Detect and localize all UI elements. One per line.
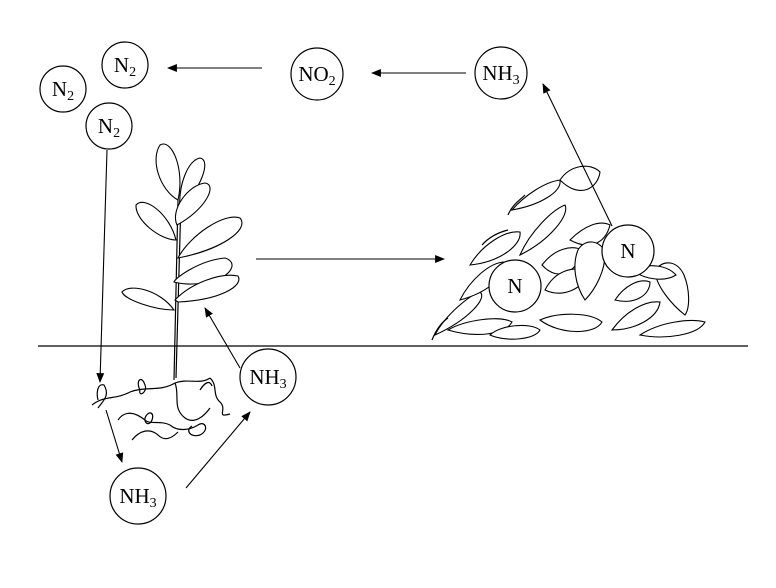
svg-text:NO2: NO2 [298, 62, 335, 89]
plant-leaf [174, 274, 240, 303]
molecule-n2: N2 [101, 41, 149, 89]
svg-text:N2: N2 [52, 77, 74, 104]
molecule-nh3: NH3 [239, 348, 297, 406]
plant-leaf [121, 287, 176, 311]
svg-text:N: N [620, 239, 635, 263]
plant-leaf [176, 216, 243, 259]
molecule-n2: N2 [85, 102, 133, 150]
plant [121, 143, 243, 381]
molecule-nh3: NH3 [474, 46, 528, 100]
plant-roots [91, 377, 231, 441]
arrow-nh3-to-plant [204, 307, 241, 369]
arrow-n2-fixation [96, 149, 108, 383]
svg-text:NH3: NH3 [119, 484, 156, 511]
plant-leaf [175, 182, 211, 226]
decomposing-leaf-pile [431, 165, 706, 341]
molecule-n2: N2 [39, 65, 87, 113]
plant-leaf [135, 201, 177, 241]
plant-leaf [155, 143, 181, 201]
molecule-nh3: NH3 [109, 467, 167, 525]
svg-text:NH3: NH3 [482, 61, 519, 88]
arrow-roots-to-nh3 [105, 409, 124, 463]
molecule-no2: NO2 [290, 47, 344, 101]
arrow-pile-to-nh3 [542, 83, 613, 227]
svg-text:N: N [507, 274, 522, 298]
svg-text:N2: N2 [114, 53, 136, 80]
svg-text:NH3: NH3 [249, 365, 286, 392]
arrow-nh3-to-nh3 [185, 411, 251, 489]
svg-text:N2: N2 [98, 114, 120, 141]
plant-stem [173, 199, 179, 381]
nitrogen-in-pile: N [488, 259, 542, 313]
nitrogen-in-pile: N [601, 224, 655, 278]
